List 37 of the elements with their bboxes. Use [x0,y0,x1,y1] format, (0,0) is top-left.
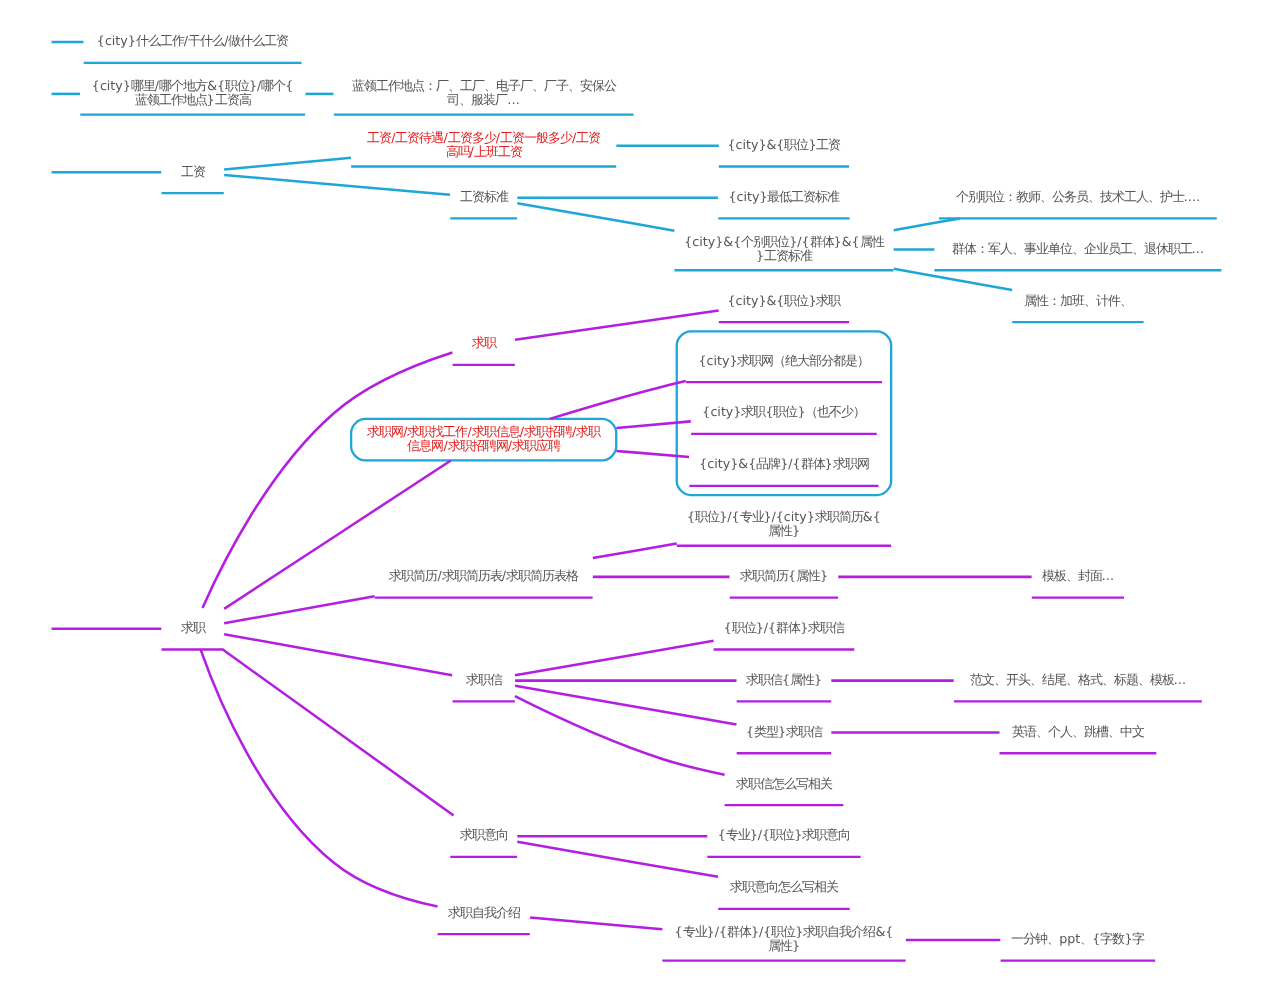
connector [548,379,685,421]
connector [221,648,454,817]
connector [837,575,1031,579]
connector [904,938,1000,942]
connector [50,171,161,174]
connector [615,144,718,148]
connector [615,420,690,430]
connector [892,217,959,232]
connector [200,351,452,609]
connector [304,92,333,96]
connector [591,542,676,560]
connector [222,459,451,610]
connector [830,679,953,682]
connector [514,679,736,682]
connector [50,92,80,96]
connector [892,248,934,251]
connector [513,639,713,677]
connector [50,627,161,630]
connector [223,173,450,197]
connector [516,196,717,199]
connector [830,731,999,734]
connector [50,40,83,44]
connector [223,156,351,171]
connector [516,840,718,879]
connector [516,834,707,838]
connector [615,449,689,459]
connector [513,309,718,341]
connector [591,575,729,579]
connector [198,649,437,908]
cluster [674,330,892,497]
connector [892,267,1012,292]
connector [513,684,736,726]
connector [513,695,724,776]
connector [222,632,452,677]
connector [222,595,374,625]
connector [528,916,662,931]
connector [516,202,674,232]
